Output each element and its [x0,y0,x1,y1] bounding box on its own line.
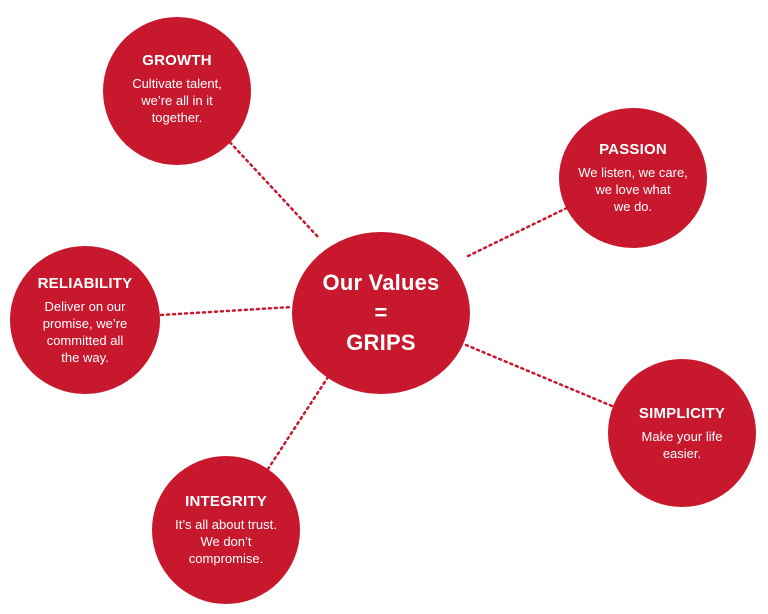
value-title-integrity: INTEGRITY [185,493,267,510]
value-description-passion: We listen, we care, we love what we do. [578,165,688,214]
value-circle-passion: PASSION We listen, we care, we love what… [559,108,707,248]
value-description-simplicity: Make your life easier. [641,428,723,461]
center-title: Our Values = GRIPS [322,270,440,355]
value-description-integrity: It’s all about trust. We don’t compromis… [175,517,277,566]
connector-integrity [266,375,330,471]
connector-reliability [159,305,294,317]
value-description-growth: Cultivate talent, we’re all in it togeth… [132,76,222,125]
value-circle-reliability: RELIABILITY Deliver on our promise, we’r… [10,246,160,394]
value-description-reliability: Deliver on our promise, we’re committed … [42,298,128,365]
value-circle-simplicity: SIMPLICITY Make your life easier. [608,359,756,507]
value-circle-integrity: INTEGRITY It’s all about trust. We don’t… [152,456,300,604]
connector-passion [466,203,575,258]
connector-growth [224,136,320,239]
value-title-passion: PASSION [599,141,667,158]
value-title-simplicity: SIMPLICITY [638,404,726,422]
value-circle-growth: GROWTH Cultivate talent, we’re all in it… [103,17,251,165]
connector-simplicity [464,343,614,408]
value-title-growth: GROWTH [142,52,212,69]
value-title-reliability: RELIABILITY [37,274,133,292]
center-circle: Our Values = GRIPS [292,232,470,394]
